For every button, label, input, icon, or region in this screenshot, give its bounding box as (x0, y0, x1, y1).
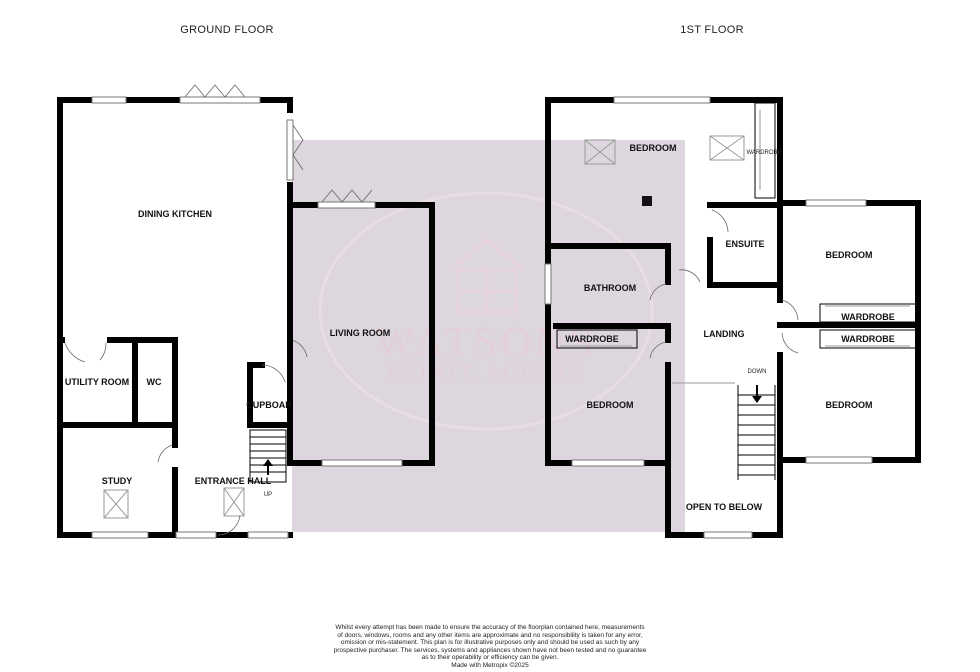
disclaimer: Whilst every attempt has been made to en… (300, 624, 680, 670)
room-label-open-to-below: OPEN TO BELOW (686, 502, 763, 512)
door-arc (64, 342, 86, 363)
disclaimer-line: omission or mis-statement. This plan is … (340, 639, 640, 647)
disclaimer-line: prospective purchaser. The services, sys… (333, 646, 647, 654)
window (703, 531, 753, 539)
door-arc (291, 339, 308, 358)
watermark-subtitle: ESTATE AGENTS (387, 362, 585, 383)
staircase (249, 429, 287, 483)
room-label-landing: LANDING (704, 329, 745, 339)
wardrobe-unit (819, 329, 917, 349)
stairs-down-label: DOWN (748, 369, 767, 375)
room-label-wc: WC (147, 377, 162, 387)
door-arc (157, 444, 173, 463)
room-label-wardrobe-3: WARDROBE (841, 334, 895, 344)
bifold-door (317, 201, 376, 209)
ground-floor-heading: GROUND FLOOR (180, 24, 273, 36)
skylight (584, 139, 616, 165)
disclaimer-line: Made with Metropix ©2025 (451, 661, 529, 669)
room-label-entrance-hall: ENTRANCE HALL (195, 476, 272, 486)
disclaimer-line: as to their operability or efficiency ca… (421, 654, 559, 662)
window (544, 263, 552, 305)
disclaimer-line: Whilst every attempt has been made to en… (335, 624, 645, 631)
skylight (103, 489, 129, 519)
room-label-bedroom-4: BEDROOM (826, 400, 873, 410)
watermark-house-logo (449, 238, 525, 314)
window (91, 96, 127, 104)
wardrobe-unit (556, 329, 638, 349)
room-label-wardrobe-1: WARDROBE (565, 334, 619, 344)
room-label-cupboard: CUPBOAR (246, 400, 292, 410)
window (613, 96, 711, 104)
stairs-up-label: UP (264, 492, 272, 498)
bifold-door (179, 96, 261, 104)
skylight (709, 135, 745, 161)
window (805, 456, 873, 464)
room-label-wardrobe-2: WARDROBE (841, 312, 895, 322)
room-label-bedroom-2: BEDROOM (826, 250, 873, 260)
skylight (223, 487, 245, 517)
first-floor-plan: WARDROBE D (544, 96, 921, 539)
bifold-door-swing (321, 189, 373, 203)
room-label-wardrobe-small: WARDROBE (746, 150, 781, 156)
window (571, 459, 645, 467)
disclaimer-line: of doors, windows, rooms and any other i… (337, 631, 643, 639)
room-label-utility-room: UTILITY ROOM (65, 377, 129, 387)
room-label-living-room: LIVING ROOM (330, 328, 391, 338)
wardrobe-unit (819, 303, 917, 323)
room-label-bedroom-3: BEDROOM (587, 400, 634, 410)
window (247, 531, 289, 539)
door-arc (711, 209, 729, 233)
door-swing (292, 124, 304, 171)
window (321, 459, 403, 467)
door-arc (678, 269, 701, 283)
window (805, 199, 867, 207)
door-arc (261, 364, 286, 383)
window (175, 531, 217, 539)
first-floor-heading: 1ST FLOOR (680, 24, 744, 36)
door-arc (99, 342, 107, 361)
room-label-bathroom: BATHROOM (584, 283, 636, 293)
door-arc (781, 332, 799, 354)
room-label-dining-kitchen: DINING KITCHEN (138, 209, 212, 219)
chimney-stack (642, 196, 652, 206)
door-arc (649, 341, 667, 359)
ground-floor-plan: UP DINING KITCHEN LIVING ROOM UTILITY RO… (57, 84, 435, 539)
room-label-ensuite: ENSUITE (725, 239, 764, 249)
bifold-door-swing (184, 84, 246, 98)
staircase (737, 385, 776, 480)
watermark-oval (318, 191, 654, 431)
wardrobe-unit (754, 102, 776, 199)
window (91, 531, 149, 539)
door-arc (649, 283, 667, 301)
room-label-bedroom-1: BEDROOM (630, 143, 677, 153)
room-label-study: STUDY (102, 476, 133, 486)
front-door-arc (217, 514, 241, 536)
door-arc (781, 299, 799, 321)
window (286, 119, 294, 181)
